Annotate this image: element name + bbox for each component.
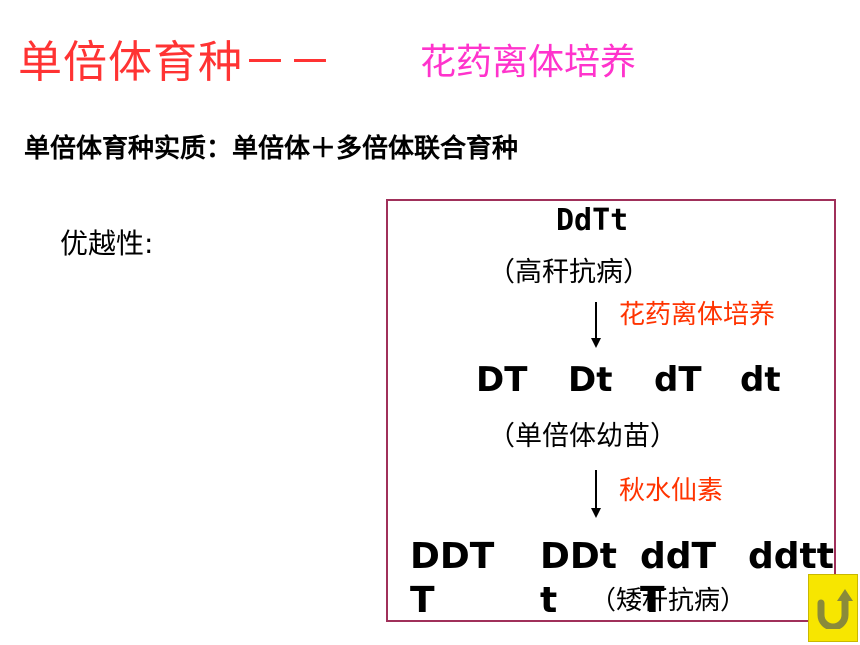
offspring-1-line1: DDT [410, 536, 495, 577]
breeding-diagram-box [386, 199, 836, 622]
parent-genotype: DdTt [556, 203, 629, 238]
step2-label: 秋水仙素 [619, 476, 724, 506]
parent-phenotype: （高秆抗病） [488, 257, 650, 288]
subtitle: 单倍体育种实质：单倍体＋多倍体联合育种 [24, 134, 519, 164]
offspring-3-line1: ddT [640, 536, 717, 577]
gamete-DT: DT [476, 360, 528, 400]
offspring-1-line2: T [410, 580, 435, 621]
arrow-step2-line [595, 470, 597, 510]
u-turn-arrow-icon [817, 589, 853, 629]
advantage-label: 优越性: [60, 227, 154, 260]
gamete-Dt: Dt [568, 360, 613, 400]
offspring-4-line1: ddtt [748, 536, 834, 577]
arrow-down-icon [591, 338, 601, 348]
page-title-sub: 花药离体培养 [420, 42, 637, 83]
back-button[interactable] [808, 574, 858, 642]
offspring-2-line1: DDt [540, 536, 617, 577]
offspring-2-line2: t [540, 580, 558, 621]
offspring-3-line2: T [640, 580, 665, 621]
gamete-note: （单倍体幼苗） [488, 421, 677, 452]
gamete-dT: dT [654, 360, 702, 400]
page-title: 单倍体育种－－ [18, 37, 333, 88]
offspring-note: （矮秆抗病） [590, 586, 747, 616]
arrow-step1-line [595, 302, 597, 340]
step1-label: 花药离体培养 [619, 300, 776, 330]
arrow-down-icon [591, 508, 601, 518]
gamete-dt: dt [740, 360, 781, 400]
